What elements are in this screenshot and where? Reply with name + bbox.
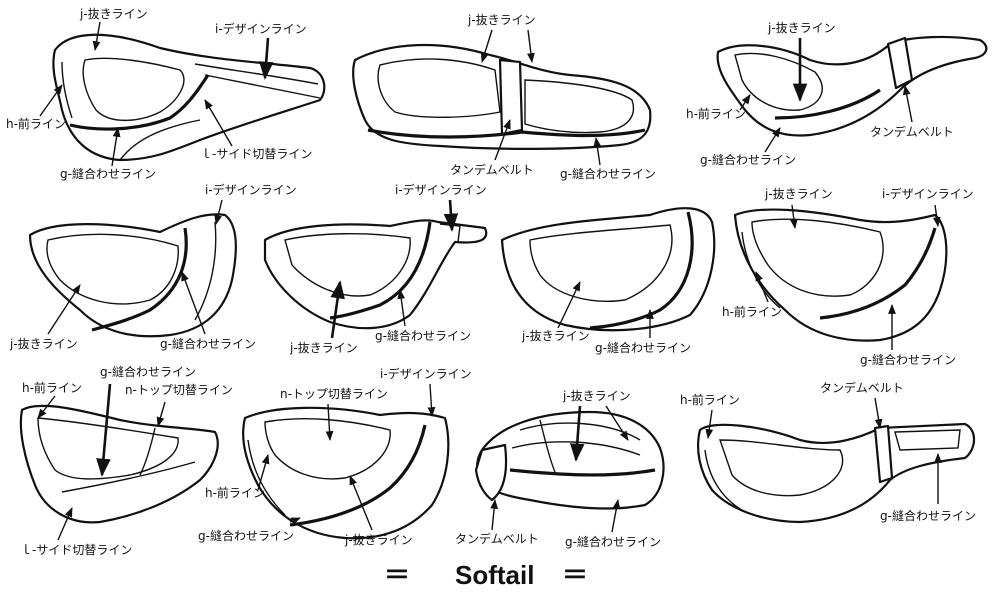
seat7-j-label: j-抜きライン	[764, 187, 833, 201]
seat-7	[733, 208, 948, 342]
seat1-i-label: i-デザインライン	[215, 21, 307, 36]
seat-2	[352, 43, 652, 150]
seat2-g-label: g-縫合わせライン	[560, 166, 656, 181]
seat9-n-label: n-トップ切替ライン	[280, 387, 388, 401]
seat3-h-label: h-前ライン	[686, 106, 746, 121]
footer-left-mark: ＝	[384, 560, 410, 590]
seat8-g-label: g-縫合わせライン	[100, 364, 196, 379]
seat2-tandem-label: タンデムベルト	[450, 162, 534, 177]
seat1-g-label: g-縫合わせライン	[60, 166, 156, 181]
footer-title: Softail	[455, 560, 534, 590]
seat-11	[697, 422, 976, 524]
seat4-i-label: i-デザインライン	[205, 182, 297, 197]
seat11-h-label: h-前ライン	[680, 392, 740, 407]
seat6-j-label: j-抜きライン	[521, 329, 590, 343]
seat3-g-label: g-縫合わせライン	[700, 152, 796, 167]
seat10-g-label: g-縫合わせライン	[565, 534, 661, 549]
seat7-i-label: i-デザインライン	[882, 186, 974, 201]
seat4-j-label: j-抜きライン	[9, 337, 78, 351]
seat8-n-label: n-トップ切替ライン	[125, 383, 233, 397]
seat11-g-label: g-縫合わせライン	[880, 508, 976, 523]
seat3-j-label: j-抜きライン	[767, 21, 836, 35]
footer-right-mark: ＝	[562, 560, 588, 590]
seat1-j-label: j-抜きライン	[79, 7, 148, 21]
seat5-i-label: i-デザインライン	[395, 182, 487, 197]
seat6-g-label: g-縫合わせライン	[595, 340, 691, 355]
seat5-j-label: j-抜きライン	[289, 341, 358, 355]
seat1-h-label: h-前ライン	[6, 116, 66, 131]
seat-10	[474, 410, 665, 510]
seat1-l-label: ｌ-サイド切替ライン	[200, 147, 312, 161]
seat9-j-label: j-抜きライン	[344, 533, 413, 547]
seat-3	[716, 35, 988, 137]
seat-8	[19, 404, 219, 524]
seat9-h-label: h-前ライン	[205, 485, 265, 500]
seat-1	[52, 33, 326, 162]
seat9-g-label: g-縫合わせライン	[198, 528, 294, 543]
seat10-tandem-label: タンデムベルト	[455, 531, 539, 546]
seat11-tandem-label: タンデムベルト	[820, 380, 904, 395]
seat2-j-label: j-抜きライン	[467, 13, 536, 27]
seat8-h-label: h-前ライン	[22, 380, 82, 395]
seat7-g-label: g-縫合わせライン	[860, 352, 956, 367]
seat9-i-label: i-デザインライン	[380, 366, 472, 381]
seat-9	[242, 406, 450, 540]
seat-5	[263, 219, 488, 330]
seat5-g-label: g-縫合わせライン	[375, 328, 471, 343]
seat4-g-label: g-縫合わせライン	[160, 336, 256, 351]
seat-4	[28, 213, 237, 338]
seat8-l-label: ｌ-サイド切替ライン	[20, 543, 132, 557]
seat7-h-label: h-前ライン	[722, 304, 782, 319]
seat10-j-label: j-抜きライン	[562, 389, 631, 403]
seat-6	[500, 207, 716, 332]
seat3-tandem-label: タンデムベルト	[870, 124, 954, 139]
